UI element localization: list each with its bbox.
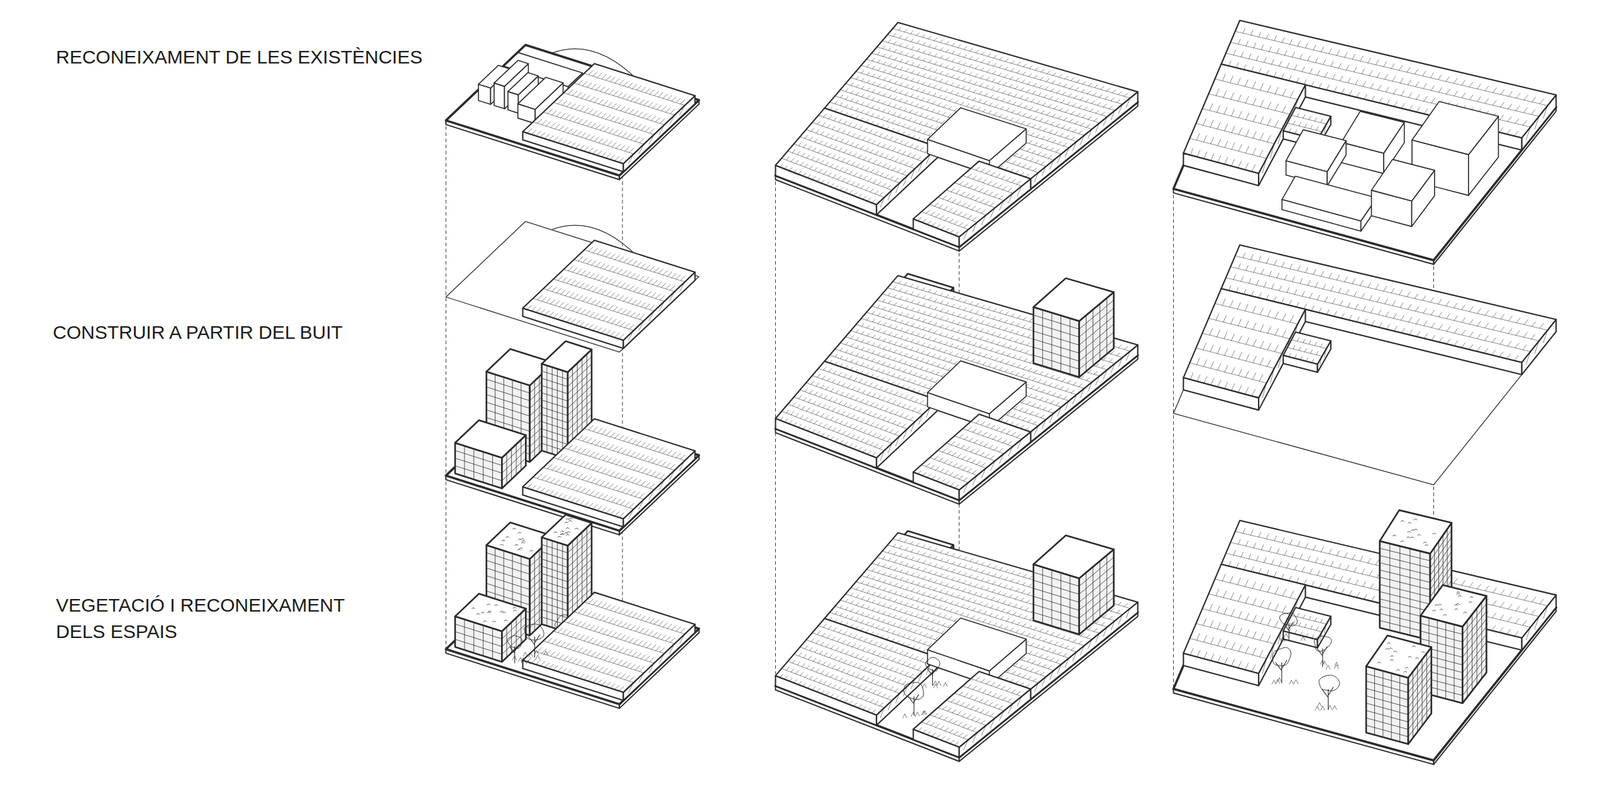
roof-hatching [780,624,931,718]
roof-top [523,63,696,164]
roof-top [775,618,938,715]
ground-scribble [512,655,530,664]
site-axonometry [445,514,700,709]
site-axonometry [1173,245,1557,486]
site-axonometry [445,221,700,353]
site-axonometry [445,44,700,180]
roof-hatching [780,367,931,461]
roof-top [913,414,1032,490]
box-top [927,617,1027,671]
roof-hatching [917,677,1022,750]
box-top [927,360,1027,414]
green-roof [1392,518,1436,546]
row-label: RECONEIXAMENT DE LES EXISTÈNCIES [55,44,446,71]
roof-top [1183,564,1306,674]
roof-hatching [1189,74,1298,174]
roof-top [1183,64,1306,174]
box-top [1281,176,1377,221]
tree-canopy [507,635,522,649]
box-top [1286,129,1347,172]
tree-canopy [925,657,940,672]
roof-hatching [526,70,685,164]
tower-top [1420,585,1487,627]
roof-top [523,592,696,693]
roof-hatching [1189,574,1298,674]
site-axonometry [775,274,1138,505]
ground-scribble [1320,660,1339,669]
site-axonometry [1173,20,1557,265]
roof-hatching [917,167,1022,240]
tree-canopy [1313,636,1331,652]
roof-top [523,240,696,341]
window-grid [1033,299,1115,374]
window-grid [1366,654,1432,742]
roof-hatching [526,599,685,693]
dashed-guide [1173,188,1174,690]
tower-top [1033,278,1115,322]
plot-outline [445,221,700,353]
roof-top [775,361,938,458]
box-top [1371,159,1435,202]
box-top [1341,111,1405,154]
roof-top [775,108,938,205]
roof-hatching [526,425,685,519]
roof-top [913,671,1032,747]
roof-top [1183,288,1306,398]
roof-top [913,160,1032,237]
ground-scribble [922,680,948,688]
roof-hatching [526,247,685,341]
site-axonometry [1173,510,1557,766]
green-roof [472,604,517,623]
ground-scribble [1315,702,1337,712]
box-top [1412,101,1499,155]
tower-top [1379,510,1452,554]
green-roof [553,518,578,537]
green-roof [1432,591,1473,616]
tower-face [1366,666,1409,745]
site-axonometry [775,22,1138,252]
green-roof [500,528,548,552]
tower-top [541,341,592,373]
tree-canopy [1279,612,1297,627]
tower-top [1033,535,1115,579]
tower-top [1366,635,1432,678]
site-axonometry [445,341,700,536]
window-grid [455,440,526,485]
window-grid [1033,556,1115,631]
box-top [927,107,1027,161]
tree-trunk [1275,660,1287,684]
ground-scribble [523,650,548,660]
row-label: CONSTRUIR A PARTIR DEL BUIT [52,319,443,346]
row-label: VEGETACIÓ I RECONEIXAMENT DELS ESPAIS [55,592,383,646]
roof-top [523,418,696,519]
ground-scribble [902,710,927,718]
ground-scribble [1276,633,1306,642]
tree-canopy [903,682,924,700]
tree-canopy [1272,647,1291,666]
tower-top [455,594,526,632]
roof-hatching [1189,298,1298,398]
tower-top [455,420,526,459]
tree-canopy [1318,675,1340,691]
roof-hatching [780,113,931,207]
tower-top [541,514,592,546]
site-axonometry [775,531,1138,762]
dashed-guide [445,120,447,650]
roof-hatching [1287,337,1327,365]
plot-outline [445,44,700,176]
tree-canopy [524,624,544,640]
ground-scribble [1271,677,1299,685]
green-roof [1377,642,1425,673]
box-face [494,82,505,109]
roof-hatching [917,419,1022,493]
